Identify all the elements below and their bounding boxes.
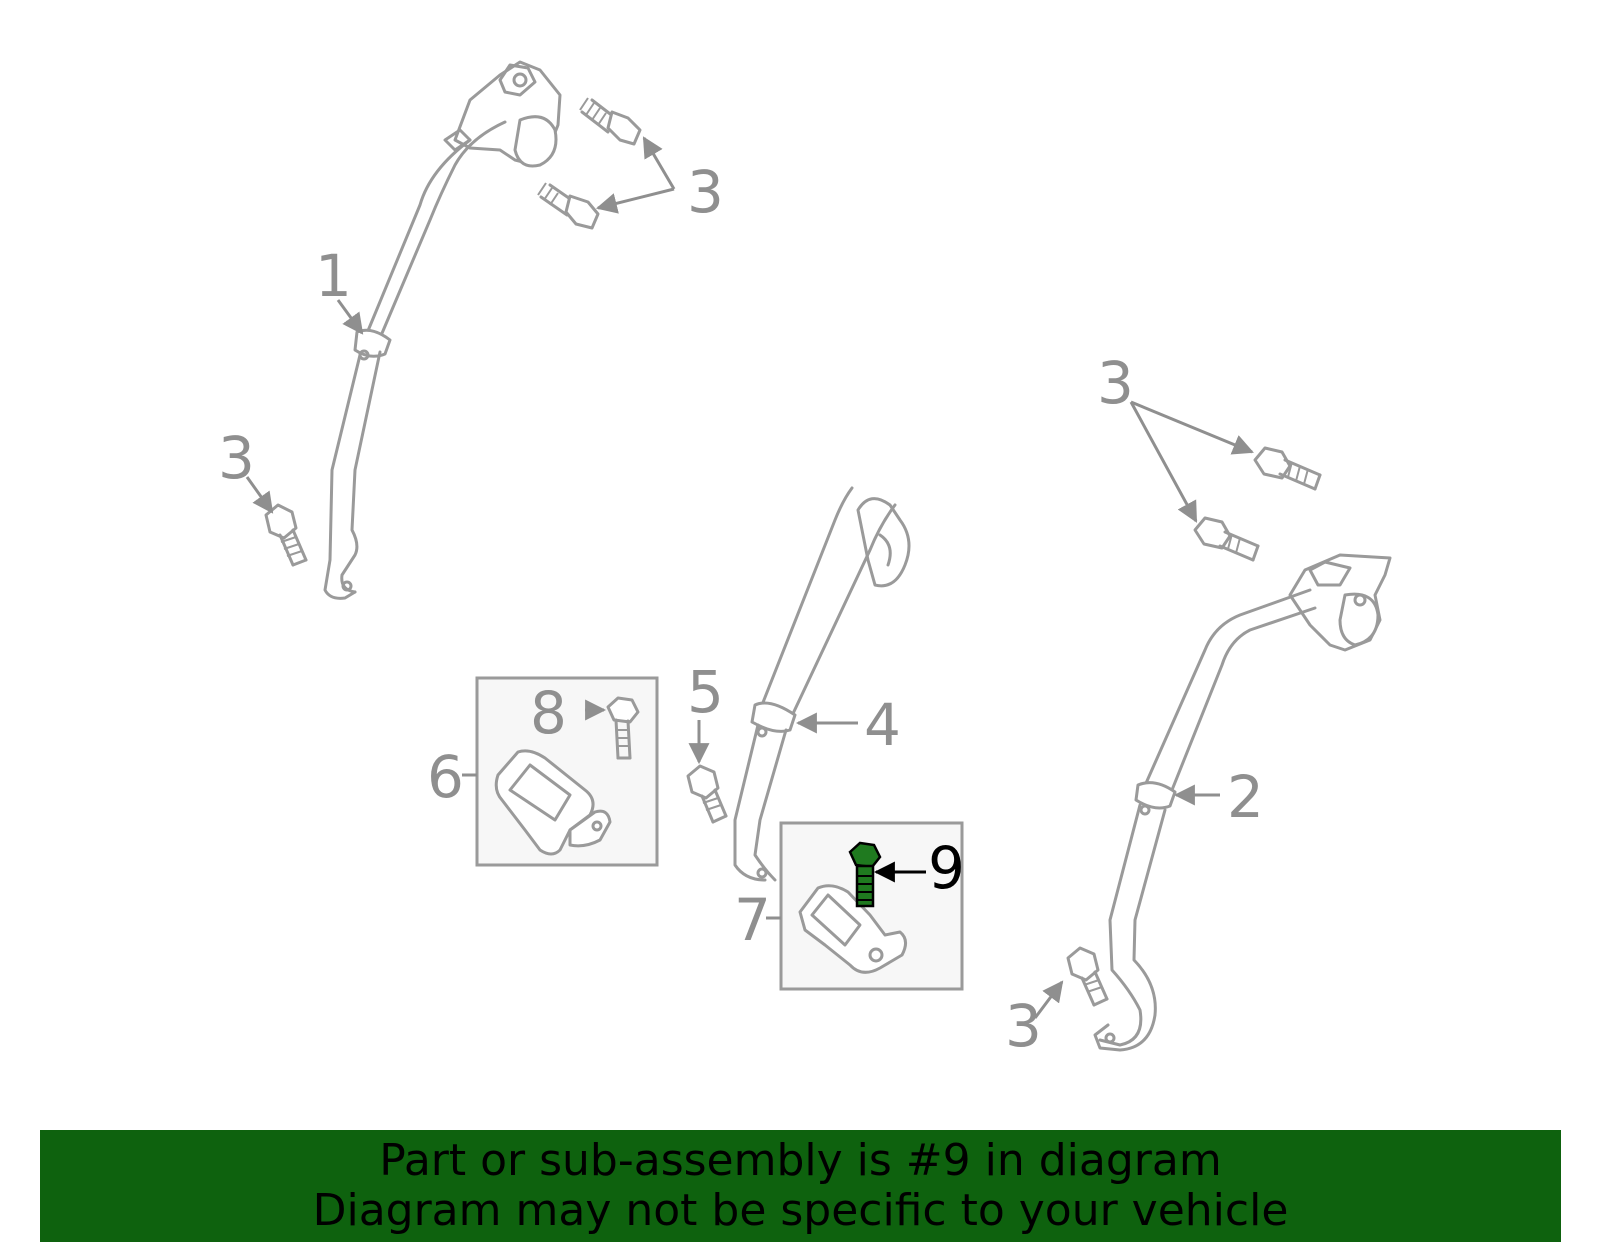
callout-2: 2: [1227, 763, 1264, 831]
callout-8: 8: [530, 679, 567, 747]
bolt-9-highlighted[interactable]: [848, 841, 882, 908]
bolt-3-top-a[interactable]: [579, 97, 642, 146]
seat-belt-assembly-4[interactable]: [733, 486, 911, 882]
seat-belt-assembly-1[interactable]: [323, 60, 562, 600]
callout-1: 1: [315, 242, 352, 310]
callout-6: 6: [427, 743, 464, 811]
callout-9: 9: [928, 834, 965, 902]
callout-7: 7: [734, 886, 771, 954]
inset-box-6[interactable]: [475, 676, 659, 867]
bolt-3-right-lower[interactable]: [1066, 946, 1109, 1007]
leader-lines: [245, 136, 1254, 1019]
banner-line-disclaimer: Diagram may not be specific to your vehi…: [312, 1185, 1289, 1236]
callout-3-right-top: 3: [1097, 349, 1134, 417]
banner-line-part: Part or sub-assembly is #9 in diagram: [379, 1135, 1222, 1186]
bolt-8[interactable]: [606, 696, 640, 760]
info-banner: Part or sub-assembly is #9 in diagram Di…: [40, 1130, 1561, 1242]
buckle-6[interactable]: [494, 749, 612, 856]
bolt-3-top-b[interactable]: [537, 182, 600, 230]
bolt-3-right-b[interactable]: [1193, 516, 1260, 562]
seat-belt-assembly-2[interactable]: [1093, 553, 1392, 1052]
callout-5: 5: [687, 658, 724, 726]
callout-3-right-lower: 3: [1005, 992, 1042, 1060]
bolt-3-left[interactable]: [264, 503, 308, 567]
inset-box-7[interactable]: [779, 821, 964, 991]
bolt-5[interactable]: [686, 764, 728, 824]
callout-labels: 3 1 3 3 8 5 4 6 2 9 7 3: [218, 158, 1264, 1060]
callout-4: 4: [864, 691, 901, 759]
callout-3-left: 3: [218, 424, 255, 492]
callout-3-top: 3: [687, 158, 724, 226]
bolt-3-right-a[interactable]: [1253, 446, 1322, 491]
buckle-7[interactable]: [798, 884, 907, 974]
